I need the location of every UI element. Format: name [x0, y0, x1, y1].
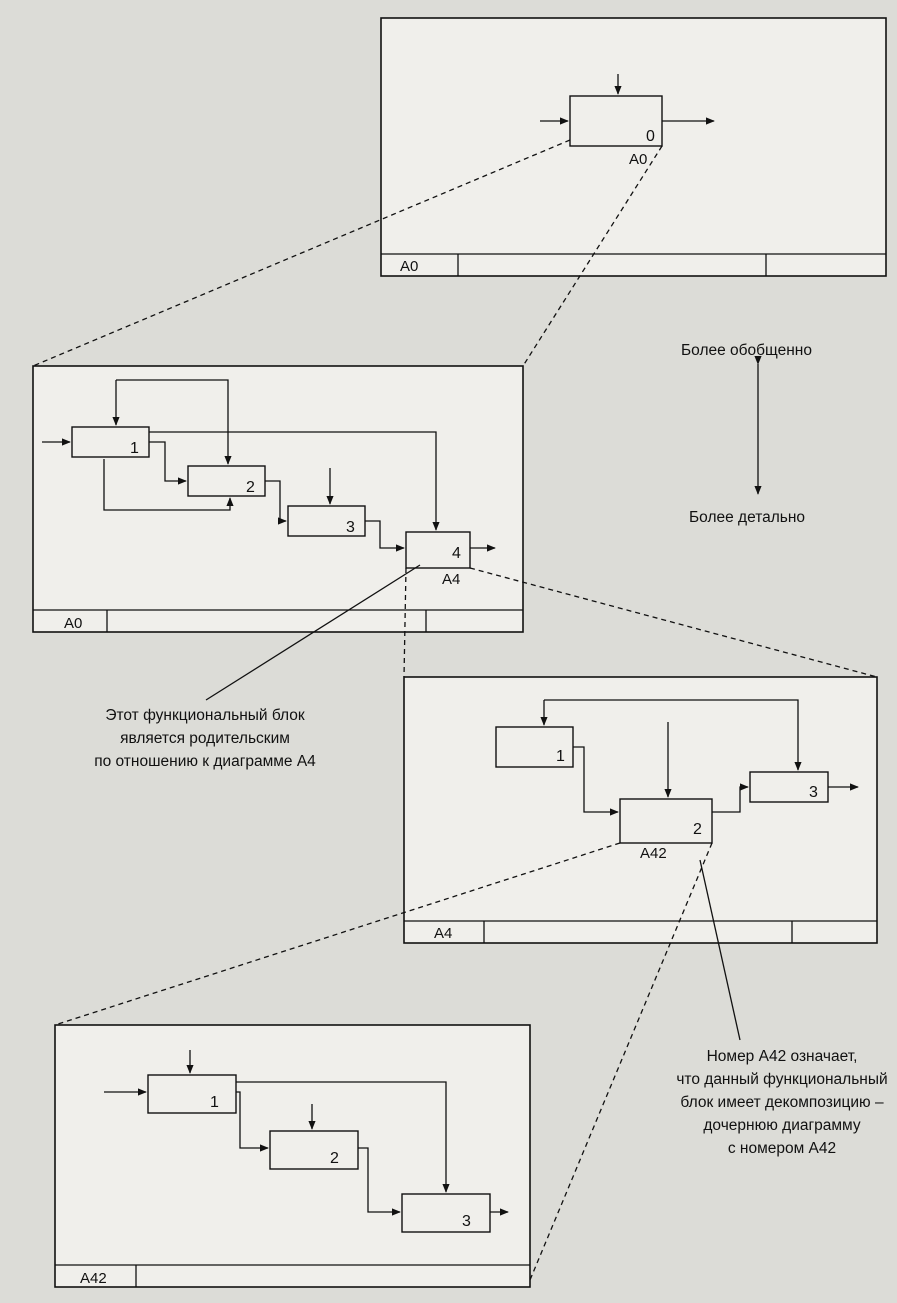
box-code: A0 [629, 151, 647, 168]
leader-lines [205, 564, 741, 1041]
diagram-a0: A0 0 A0 [380, 17, 887, 277]
note-line: является родительским [120, 730, 290, 747]
parent-note: Этот функциональный блок является родите… [94, 707, 316, 770]
a42-box-3 [401, 1193, 491, 1233]
note-line: Номер А42 означает, [707, 1048, 858, 1065]
box-number: 1 [556, 748, 565, 765]
box-number: 0 [646, 128, 655, 145]
child-note: Номер А42 означает, что данный функциона… [676, 1048, 887, 1157]
decomp-box-4 [405, 531, 471, 569]
note-line: с номером А42 [728, 1140, 836, 1157]
abstraction-axis: Более обобщенно Более детально [681, 342, 812, 526]
a42-box-2 [269, 1130, 359, 1170]
box-number: 3 [462, 1213, 471, 1230]
box-number: 2 [330, 1150, 339, 1167]
box-number: 1 [130, 440, 139, 457]
a42-box-1 [147, 1074, 237, 1114]
a4-box-2 [619, 798, 713, 844]
box-code: A4 [442, 571, 460, 588]
diagram-a0-frame [380, 17, 887, 277]
box-code: A42 [640, 845, 667, 862]
diagram-a42-footer-label: A42 [80, 1270, 107, 1287]
a4-box-3 [749, 771, 829, 803]
diagram-a42: A42 1 2 3 [54, 1024, 531, 1288]
a4-box-1 [495, 726, 574, 768]
diagram-a0-decomp-frame [32, 365, 524, 633]
diagram-a0-decomposition: A0 1 2 3 4 A4 [32, 365, 524, 633]
diagram-a0-box-0 [569, 95, 663, 147]
note-line: по отношению к диаграмме А4 [94, 753, 316, 770]
note-line: Этот функциональный блок [105, 707, 305, 724]
note-line: блок имеет декомпозицию – [680, 1094, 884, 1111]
box-number: 2 [246, 479, 255, 496]
box-number: 4 [452, 545, 461, 562]
diagram-a0-footer-label: A0 [400, 258, 418, 275]
note-line: что данный функциональный [676, 1071, 887, 1088]
axis-top-label: Более обобщенно [681, 342, 812, 359]
diagram-a0-decomp-footer-label: A0 [64, 615, 82, 632]
note-line: дочерню​ю диаграмму [703, 1117, 860, 1134]
box-number: 3 [346, 519, 355, 536]
diagram-a4-footer-label: A4 [434, 925, 452, 942]
decomp-box-3 [287, 505, 366, 537]
box-number: 1 [210, 1094, 219, 1111]
box-number: 3 [809, 784, 818, 801]
diagram-a4: A4 1 2 A42 3 [403, 676, 878, 944]
box-number: 2 [693, 821, 702, 838]
projection-lines [32, 139, 878, 1281]
axis-bottom-label: Более детально [689, 509, 805, 526]
